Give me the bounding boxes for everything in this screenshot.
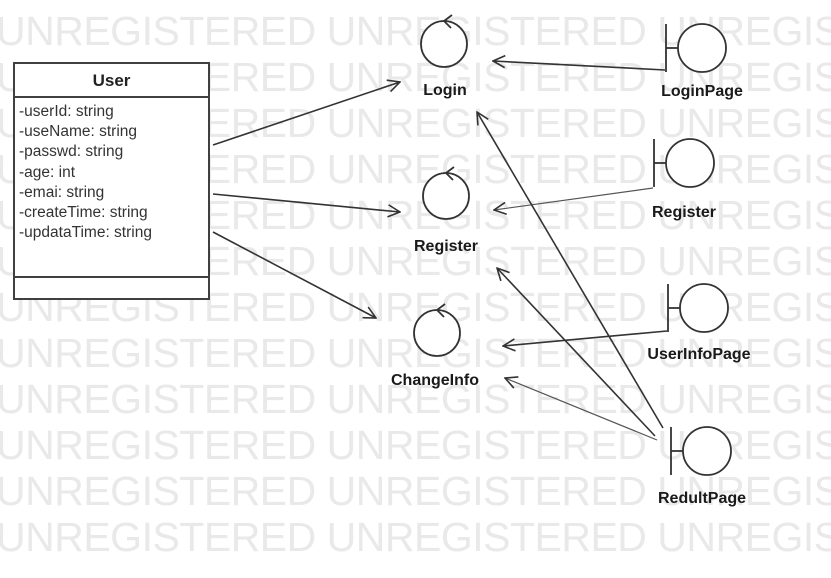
control-label-register: Register (413, 238, 479, 255)
arrow-redultpage-to-register (497, 268, 656, 437)
arrow-register-to-register (494, 187, 654, 210)
class-attribute: -useName: string (19, 123, 138, 141)
class-attribute: -updataTime: string (19, 224, 152, 242)
boundary-userinfopage-icon (667, 283, 729, 333)
arrow-user-to-login (212, 82, 400, 146)
arrow-redultpage-to-changeinfo (505, 378, 658, 441)
class-attribute: -age: int (19, 163, 76, 181)
class-attributes: -userId: string -useName: string -passwd… (15, 98, 208, 278)
boundary-label-loginpage: LoginPage (661, 83, 743, 100)
control-label-changeinfo: ChangeInfo (391, 372, 479, 389)
arrow-redultpage-to-login (477, 112, 664, 429)
class-operations (15, 278, 208, 300)
control-login-icon (420, 14, 468, 68)
arrow-loginpage-to-login (493, 61, 666, 71)
arrow-userinfopage-to-changeinfo (503, 330, 668, 346)
boundary-label-register: Register (651, 204, 717, 221)
class-name: User (15, 64, 208, 98)
boundary-redultpage-icon (670, 426, 732, 476)
control-label-login: Login (423, 82, 467, 99)
class-attribute: -emai: string (19, 183, 105, 201)
arrow-user-to-register (212, 193, 400, 212)
class-attribute: -userId: string (19, 103, 114, 120)
class-attribute: -createTime: string (19, 204, 148, 222)
boundary-register-icon (653, 138, 715, 188)
user-class-box: User -userId: string -useName: string -p… (13, 62, 210, 300)
boundary-label-redultpage: RedultPage (657, 490, 747, 507)
arrow-user-to-changeinfo (212, 231, 376, 318)
control-changeinfo-icon (413, 303, 461, 357)
boundary-loginpage-icon (665, 23, 727, 73)
control-register-icon (422, 166, 470, 220)
class-attribute: -passwd: string (19, 143, 124, 161)
boundary-label-userinfopage: UserInfoPage (647, 346, 751, 363)
